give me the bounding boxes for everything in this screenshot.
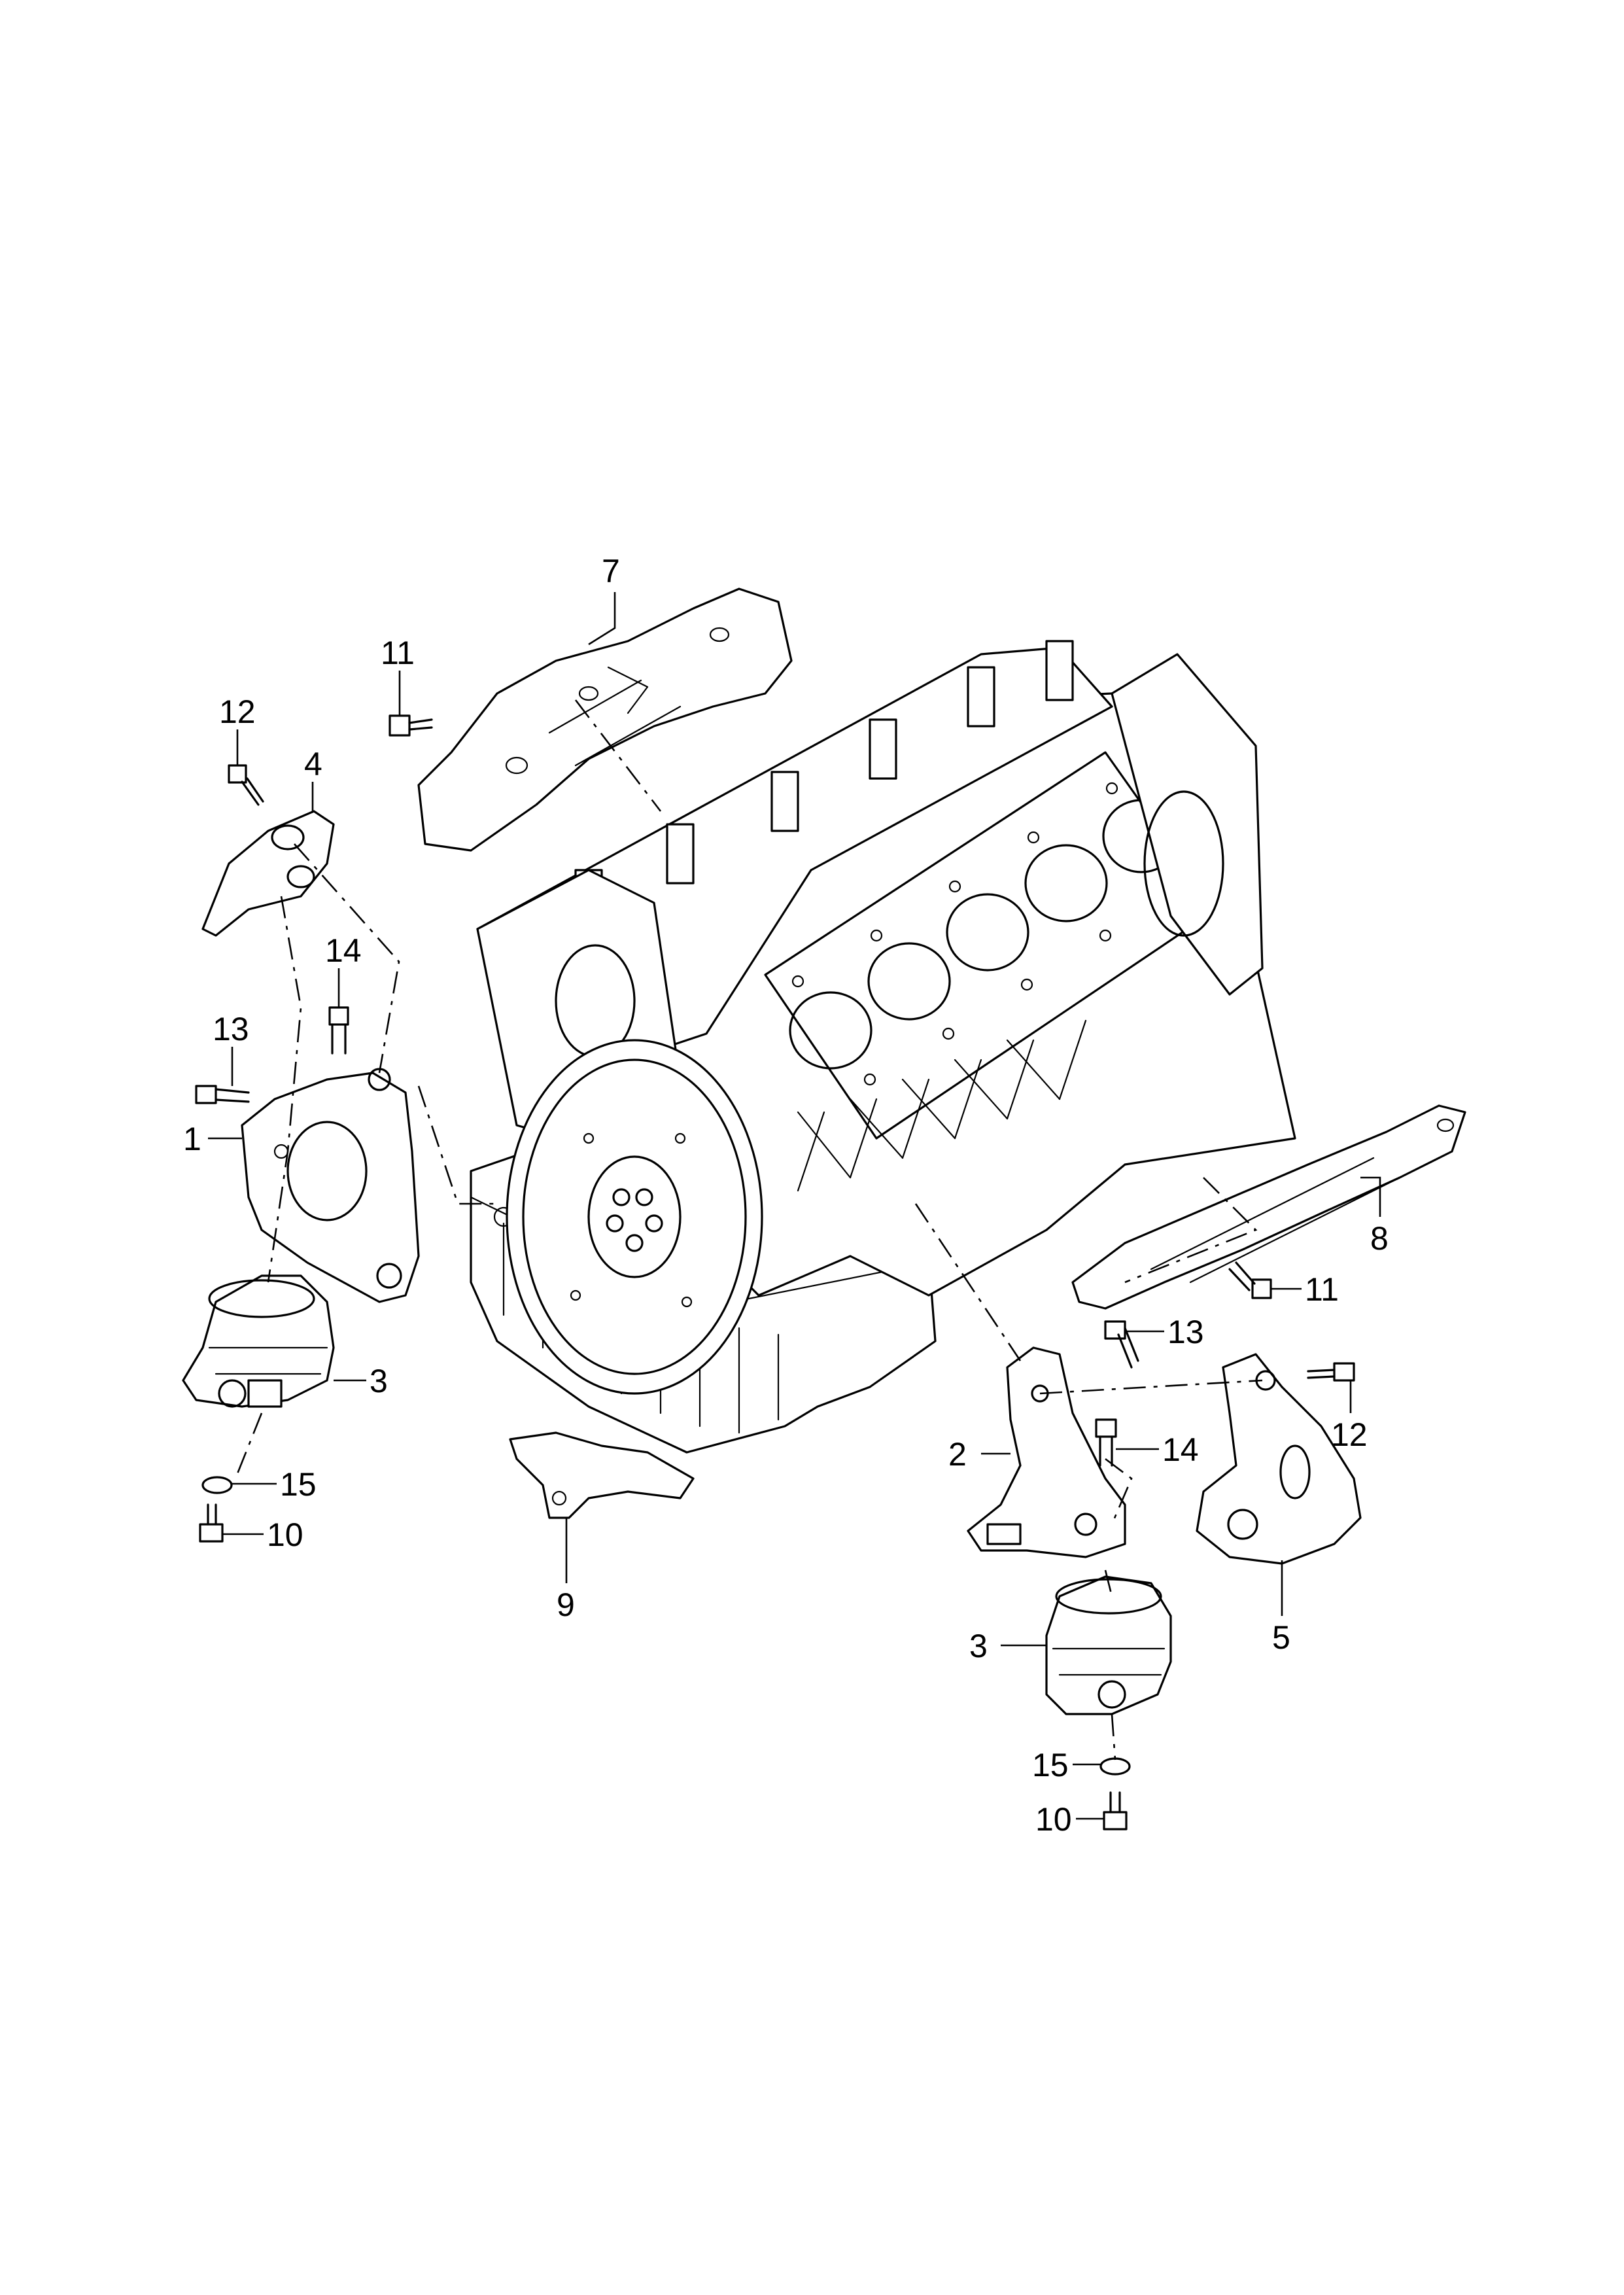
callout-9: 9 <box>557 1586 575 1623</box>
callout-14-left: 14 <box>325 932 362 969</box>
part-7-heat-shield <box>417 587 793 852</box>
callout-12-left: 12 <box>219 693 256 730</box>
part-3-right-engine-mount <box>1045 1575 1172 1715</box>
callout-10-left: 10 <box>267 1516 303 1553</box>
callout-14-right: 14 <box>1162 1431 1199 1468</box>
fasteners <box>195 714 1355 1831</box>
callout-10-right: 10 <box>1035 1801 1072 1838</box>
callout-11-top: 11 <box>381 635 415 671</box>
callout-15-left: 15 <box>280 1466 317 1503</box>
callout-13-left: 13 <box>213 1011 249 1047</box>
assembly-lines <box>234 699 1263 1761</box>
part-9-bracket <box>509 1431 695 1519</box>
part-4-bracket <box>201 810 335 937</box>
callout-3-right: 3 <box>969 1628 988 1664</box>
callout-12-right: 12 <box>1331 1416 1368 1453</box>
callout-4: 4 <box>304 746 322 782</box>
leader-lines <box>208 592 1381 1820</box>
part-1-left-bracket <box>241 1068 420 1303</box>
callout-15-right: 15 <box>1032 1747 1069 1783</box>
part-5-right-bracket <box>1196 1353 1362 1565</box>
callout-3-left: 3 <box>370 1363 388 1399</box>
callout-2: 2 <box>948 1436 967 1473</box>
part-3-left-engine-mount <box>182 1274 335 1408</box>
callout-labels: 7 11 12 4 14 13 1 3 15 10 9 8 11 13 12 2… <box>183 553 1389 1838</box>
callout-7: 7 <box>602 553 620 589</box>
callout-8: 8 <box>1370 1220 1389 1257</box>
engine-block <box>470 640 1296 1454</box>
part-2-right-bracket <box>967 1346 1126 1558</box>
callout-11-right: 11 <box>1305 1271 1339 1308</box>
part-8-heat-shield <box>1071 1104 1466 1310</box>
callout-13-right: 13 <box>1167 1314 1204 1350</box>
callout-1: 1 <box>183 1121 201 1157</box>
callout-5: 5 <box>1272 1619 1290 1656</box>
